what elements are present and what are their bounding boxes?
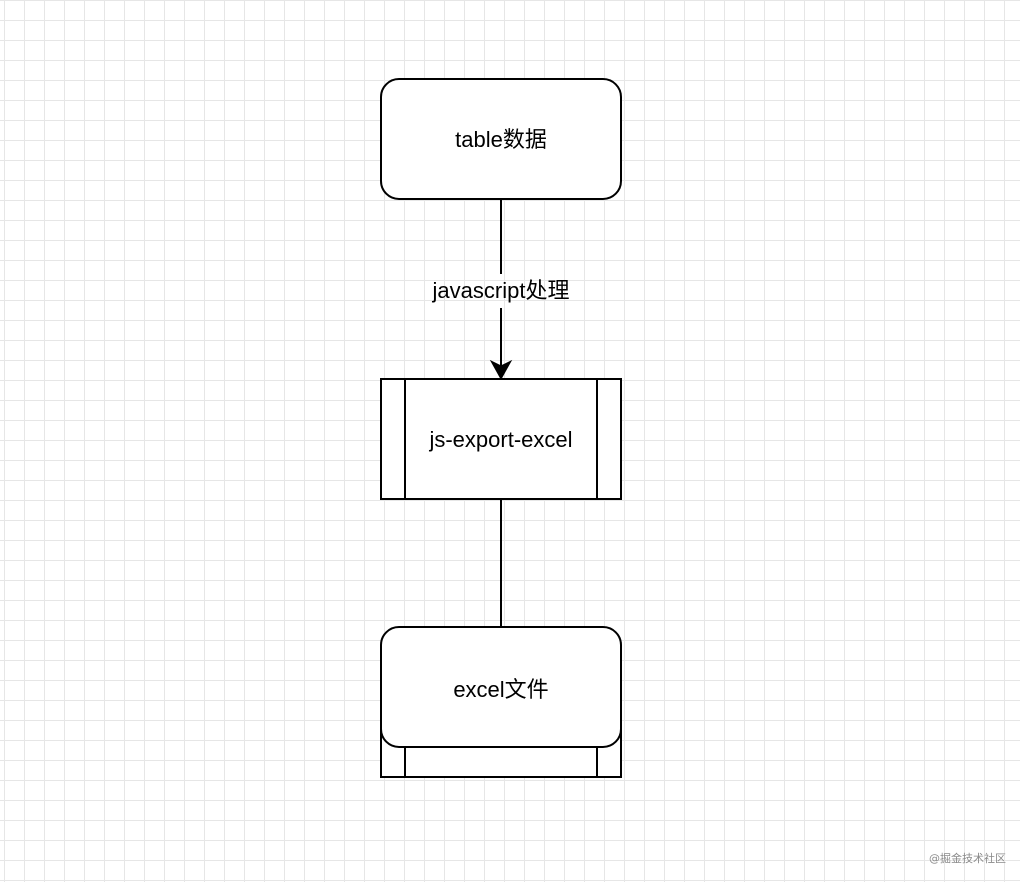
node-output[interactable]: excel文件 xyxy=(380,626,622,778)
node-process-shape xyxy=(380,378,622,500)
node-source-shape xyxy=(380,78,622,200)
node-process-label: js-export-excel xyxy=(428,427,572,452)
node-source[interactable]: table数据 xyxy=(380,78,622,200)
node-source-label: table数据 xyxy=(455,127,547,152)
node-output-front-shape xyxy=(380,626,622,748)
edge-label-javascript: javascript处理 xyxy=(432,278,570,303)
node-output-label: excel文件 xyxy=(453,677,548,702)
arrowhead-icon xyxy=(489,359,513,381)
watermark: @掘金技术社区 xyxy=(929,852,1006,865)
node-process[interactable]: js-export-excel xyxy=(380,378,622,500)
